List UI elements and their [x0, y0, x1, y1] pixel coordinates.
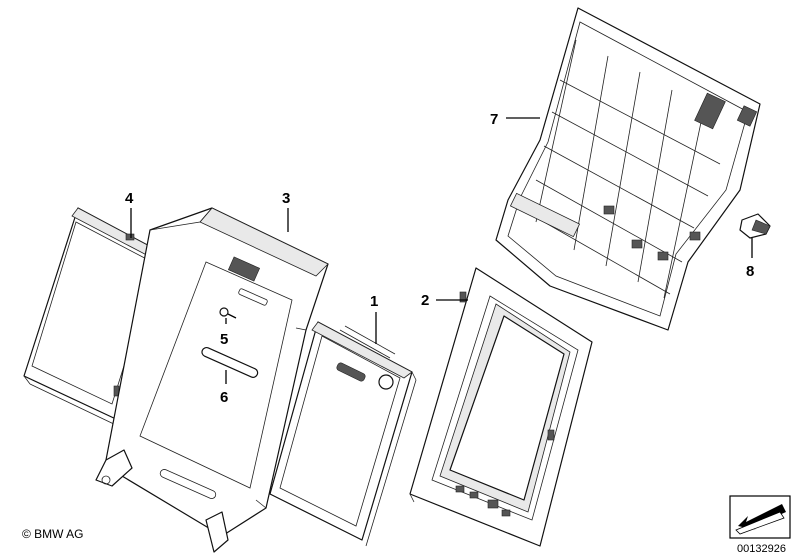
part-6-pad	[201, 346, 259, 378]
part-1-cushion	[269, 321, 417, 547]
part-2-seat-frame	[409, 267, 593, 547]
part-3-frame	[95, 207, 329, 553]
callout-6: 6	[220, 389, 228, 406]
callout-5: 5	[220, 331, 228, 348]
direction-arrow-icon	[729, 495, 791, 539]
part-7-backrest-frame	[495, 7, 761, 331]
callout-3: 3	[282, 190, 290, 207]
callout-7: 7	[490, 111, 498, 128]
part-8-clip	[739, 213, 771, 239]
copyright-text: © BMW AG	[22, 527, 84, 541]
callout-2: 2	[421, 292, 429, 309]
part-5-screw	[219, 307, 237, 319]
part-7-grid	[529, 39, 721, 299]
document-number: 00132926	[737, 543, 786, 555]
callouts: 1 2 3 4 5 6 7 8	[125, 111, 754, 406]
callout-8: 8	[746, 263, 754, 280]
callout-1: 1	[370, 293, 378, 310]
leader-lines	[130, 117, 753, 384]
callout-4: 4	[125, 190, 134, 207]
